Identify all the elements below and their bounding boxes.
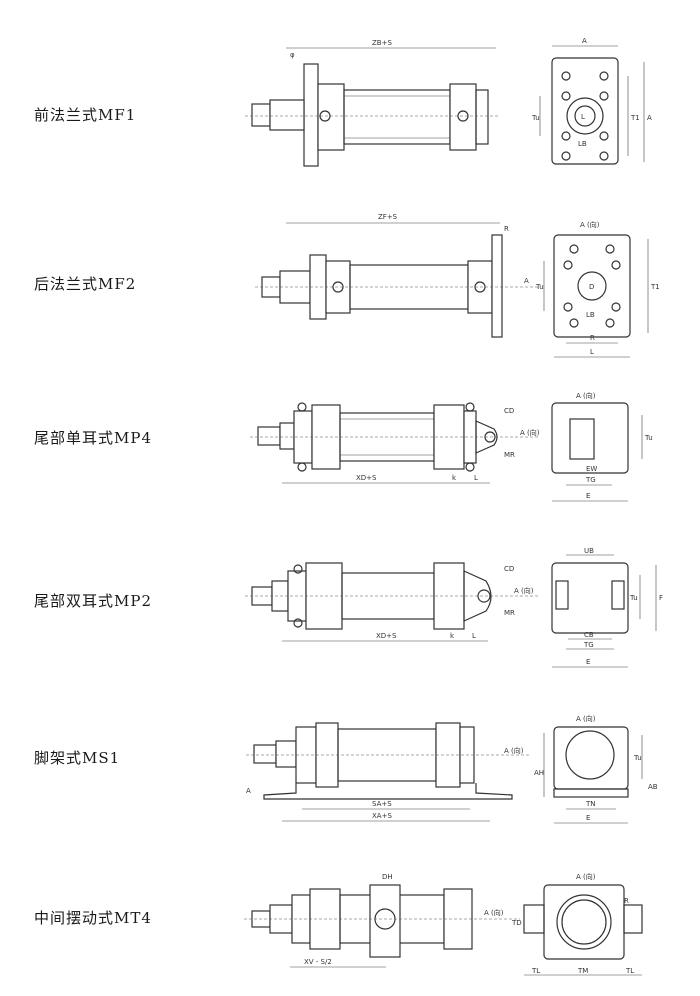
- mount-row-mf1: 前法兰式MF1 ZB+S φ A L LB Tu T1: [0, 0, 700, 170]
- dim-text: A: [524, 277, 529, 285]
- dim-text: A (向): [484, 908, 504, 917]
- dim-text: TL: [625, 967, 634, 975]
- dim-text: E: [586, 814, 590, 822]
- dim-text: TN: [585, 800, 596, 808]
- dim-text: A (向): [576, 391, 596, 400]
- dim-text: A (向): [580, 220, 600, 229]
- dim-text: A (向): [576, 872, 596, 881]
- dim-text: L: [590, 348, 594, 356]
- dim-text: Tu: [535, 283, 544, 291]
- drawing-ms1: A (向) A SA+S XA+S A (向) AH AB TN E Tu: [246, 714, 658, 824]
- dim-text: k: [452, 474, 457, 482]
- dim-text: L: [581, 113, 585, 121]
- drawing-mf2: ZF+S R A D A (向) LB Tu T1 R L: [255, 213, 660, 358]
- dim-text: R: [590, 334, 595, 342]
- dim-text: TL: [531, 967, 540, 975]
- dim-text: XA+S: [372, 812, 392, 820]
- dim-text: TD: [511, 919, 522, 927]
- dim-text: k: [450, 632, 455, 640]
- dim-text: TM: [577, 967, 588, 975]
- dim-text: D: [589, 283, 594, 291]
- mount-row-mp2: 尾部双耳式MP2 CD MR A (向) XD+S k L UB CB TG E…: [0, 545, 700, 685]
- dim-text: T1: [650, 283, 660, 291]
- dim-text: CB: [584, 631, 594, 639]
- dim-text: LB: [578, 140, 587, 148]
- dim-text: L: [474, 474, 478, 482]
- dim-text: Tu: [633, 754, 642, 762]
- mount-label: 脚架式MS1: [34, 749, 121, 767]
- dim-text: XD+S: [376, 632, 397, 640]
- dim-text: F: [659, 594, 663, 602]
- dim-text: A (向): [576, 714, 596, 723]
- dim-text: A: [246, 787, 251, 795]
- dim-text: MR: [504, 451, 515, 459]
- dim-text: E: [586, 658, 590, 666]
- mount-label: 前法兰式MF1: [34, 106, 137, 124]
- dim-text: CD: [504, 407, 514, 415]
- dim-text: EW: [586, 465, 597, 473]
- dim-text: LB: [586, 311, 595, 319]
- dim-text: TG: [583, 641, 594, 649]
- dim-text: R: [624, 897, 629, 905]
- drawing-mf1: ZB+S φ A L LB Tu T1 A: [245, 37, 652, 167]
- dim-text: Tu: [644, 434, 653, 442]
- dim-text: XD+S: [356, 474, 377, 482]
- mount-row-mf2: 后法兰式MF2 ZF+S R A D A (向) LB Tu T1 R L: [0, 205, 700, 365]
- dim-text: ZB+S: [372, 39, 392, 47]
- dim-text: A (向): [514, 586, 534, 595]
- dim-text: Tu: [629, 594, 638, 602]
- dim-text: ZF+S: [378, 213, 398, 221]
- dim-text: SA+S: [372, 800, 392, 808]
- mount-label: 尾部双耳式MP2: [34, 592, 152, 610]
- dim-text: T1: [630, 114, 640, 122]
- dim-text: AB: [648, 783, 658, 791]
- dim-text: A (向): [504, 746, 524, 755]
- mount-label: 中间摆动式MT4: [34, 909, 152, 927]
- dim-text: A: [647, 114, 652, 122]
- dim-text: A: [582, 37, 587, 45]
- mount-row-ms1: 脚架式MS1 A (向) A SA+S XA+S A (向) AH AB TN …: [0, 705, 700, 830]
- dim-text: MR: [504, 609, 515, 617]
- mount-label: 后法兰式MF2: [34, 275, 137, 293]
- dim-text: AH: [534, 769, 544, 777]
- dim-text: R: [504, 225, 509, 233]
- dim-text: CD: [504, 565, 514, 573]
- dim-text: A (向): [520, 428, 540, 437]
- dim-text: φ: [290, 51, 295, 59]
- dim-text: DH: [382, 873, 393, 881]
- drawing-mp2: CD MR A (向) XD+S k L UB CB TG E Tu F: [245, 547, 663, 668]
- dim-text: Tu: [531, 114, 540, 122]
- mount-row-mt4: 中间摆动式MT4 DH A (向) XV - S/2 A (向) TD R TL…: [0, 865, 700, 996]
- mount-row-mp4: 尾部单耳式MP4 CD MR A (向) XD+S k L A (向) EW T…: [0, 385, 700, 515]
- dim-text: TG: [585, 476, 596, 484]
- mount-label: 尾部单耳式MP4: [34, 429, 152, 447]
- dim-text: L: [472, 632, 476, 640]
- drawing-mp4: CD MR A (向) XD+S k L A (向) EW TG E Tu: [250, 391, 653, 502]
- dim-text: E: [586, 492, 590, 500]
- drawing-mt4: DH A (向) XV - S/2 A (向) TD R TL TM TL: [244, 872, 643, 976]
- dim-text: UB: [584, 547, 594, 555]
- dim-text: XV - S/2: [304, 958, 332, 966]
